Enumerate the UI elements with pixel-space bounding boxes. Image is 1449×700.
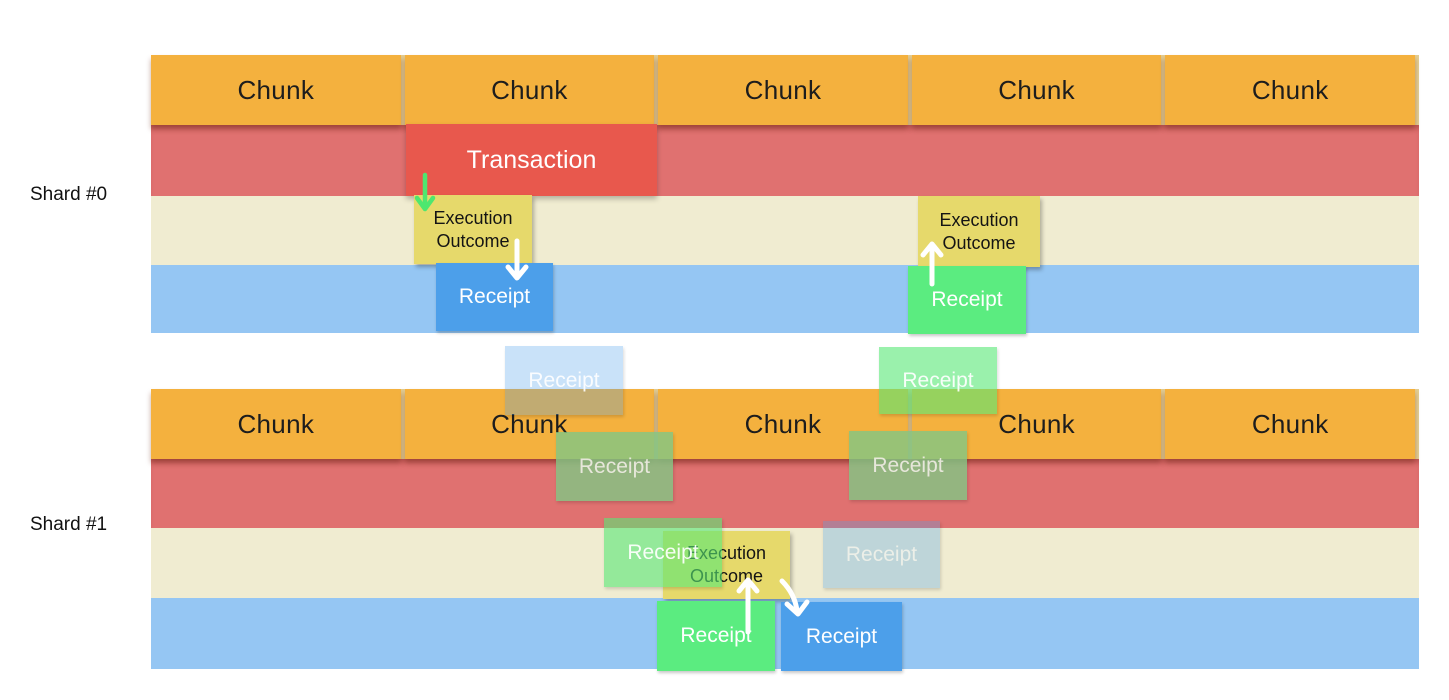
shard1-label: Shard #1 xyxy=(30,514,108,535)
shard0-label: Shard #0 xyxy=(30,184,108,205)
receipt-floating-blue-outgoing: Receipt xyxy=(505,346,623,415)
receipt-floating-green-right: Receipt xyxy=(849,431,967,500)
receipt-box-blue-shard0: Receipt xyxy=(436,263,553,331)
shard0-receipt-band xyxy=(151,265,1419,333)
shard0-transaction-band xyxy=(151,125,1419,196)
chunk-box: Chunk xyxy=(658,55,908,125)
chunk-box: Chunk xyxy=(911,55,1162,125)
shard0-outcome-band xyxy=(151,196,1419,265)
transaction-box: Transaction xyxy=(406,124,657,196)
shard0-chunk-row: Chunk Chunk Chunk Chunk Chunk xyxy=(151,55,1419,125)
receipt-floating-blue-arriving-shard1: Receipt xyxy=(823,521,940,588)
receipt-floating-green-left: Receipt xyxy=(556,432,673,501)
chunk-box: Chunk xyxy=(151,55,401,125)
chunk-box: Chunk xyxy=(151,389,401,459)
chunk-box: Chunk xyxy=(1165,55,1415,125)
receipt-floating-green-incoming: Receipt xyxy=(879,347,997,414)
receipt-box-blue-shard1: Receipt xyxy=(781,602,902,671)
receipt-floating-green-arriving-shard1: Receipt xyxy=(604,518,722,587)
shard1-transaction-band xyxy=(151,459,1419,528)
chunk-box: Chunk xyxy=(404,55,655,125)
execution-outcome-box-shard0-left: Execution Outcome xyxy=(414,195,532,264)
chunk-box: Chunk xyxy=(1165,389,1415,459)
execution-outcome-box-shard0-right: Execution Outcome xyxy=(918,196,1040,267)
receipt-box-green-shard1: Receipt xyxy=(657,601,775,671)
receipt-box-green-shard0: Receipt xyxy=(908,266,1026,334)
shard1-chunk-row: Chunk Chunk Chunk Chunk Chunk xyxy=(151,389,1419,459)
